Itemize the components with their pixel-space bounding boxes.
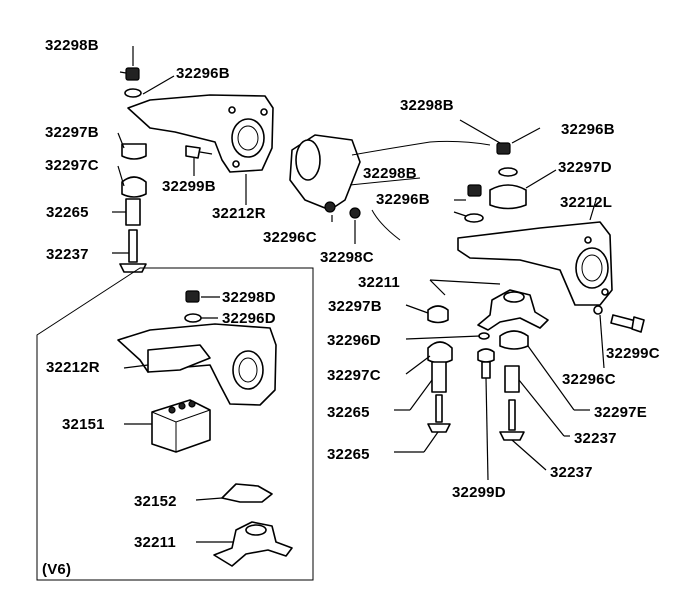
label-32265-center: 32265 [327,404,370,421]
label-32265-left: 32265 [46,204,89,221]
label-32237-right: 32237 [550,464,593,481]
label-32298b-right-top: 32298B [400,97,454,114]
callout-labels: 32298B 32296B 32297B 32297C 32299B 32265… [42,37,660,578]
washer-32296b-part [124,88,142,98]
label-32151: 32151 [62,416,105,433]
label-32237-left: 32237 [46,246,89,263]
label-32296d-right: 32296D [327,332,381,349]
label-32237-center: 32237 [574,430,617,447]
label-v6: (V6) [42,561,71,578]
label-32211-inset: 32211 [134,534,176,551]
label-32297c-left: 32297C [45,157,99,174]
bolt-32299b-part [185,145,201,159]
lower-mount-parts [394,330,590,481]
bolt-32237-part [128,229,138,263]
label-32211-right: 32211 [358,274,400,291]
bracket-32212r-part [127,94,274,173]
label-32212r-inset: 32212R [46,359,100,376]
label-32296c-center: 32296C [263,229,317,246]
label-32296b-right-top: 32296B [561,121,615,138]
label-32299c: 32299C [606,345,660,362]
label-32296b-center: 32296B [376,191,430,208]
left-bracket-assembly [112,46,274,273]
label-32298d: 32298D [222,289,276,306]
label-32299d: 32299D [452,484,506,501]
label-32212l: 32212L [560,194,612,211]
rubber-32297c-part [121,176,147,198]
label-32297b-right: 32297B [328,298,382,315]
label-32299b: 32299B [162,178,216,195]
label-32265-right: 32265 [327,446,370,463]
label-32296d-inset: 32296D [222,310,276,327]
label-32298b-top: 32298B [45,37,99,54]
label-32152: 32152 [134,493,177,510]
label-32297b-left: 32297B [45,124,99,141]
label-32297e: 32297E [594,404,647,421]
label-32298b-center: 32298B [363,165,417,182]
label-32296c-right: 32296C [562,371,616,388]
inset-border [36,267,314,581]
label-32297c-right: 32297C [327,367,381,384]
v6-inset [36,267,314,581]
sleeve-32265-part [125,198,141,226]
label-32297d: 32297D [558,159,612,176]
label-32296b-top: 32296B [176,65,230,82]
bracket-32212l-part [457,221,613,306]
label-32212r-top: 32212R [212,205,266,222]
exhaust-pipe [289,134,491,244]
rubber-32297b-part [121,143,147,160]
right-bracket-assembly [405,119,645,369]
label-32298c: 32298C [320,249,374,266]
nut-32298b-part [125,67,140,81]
